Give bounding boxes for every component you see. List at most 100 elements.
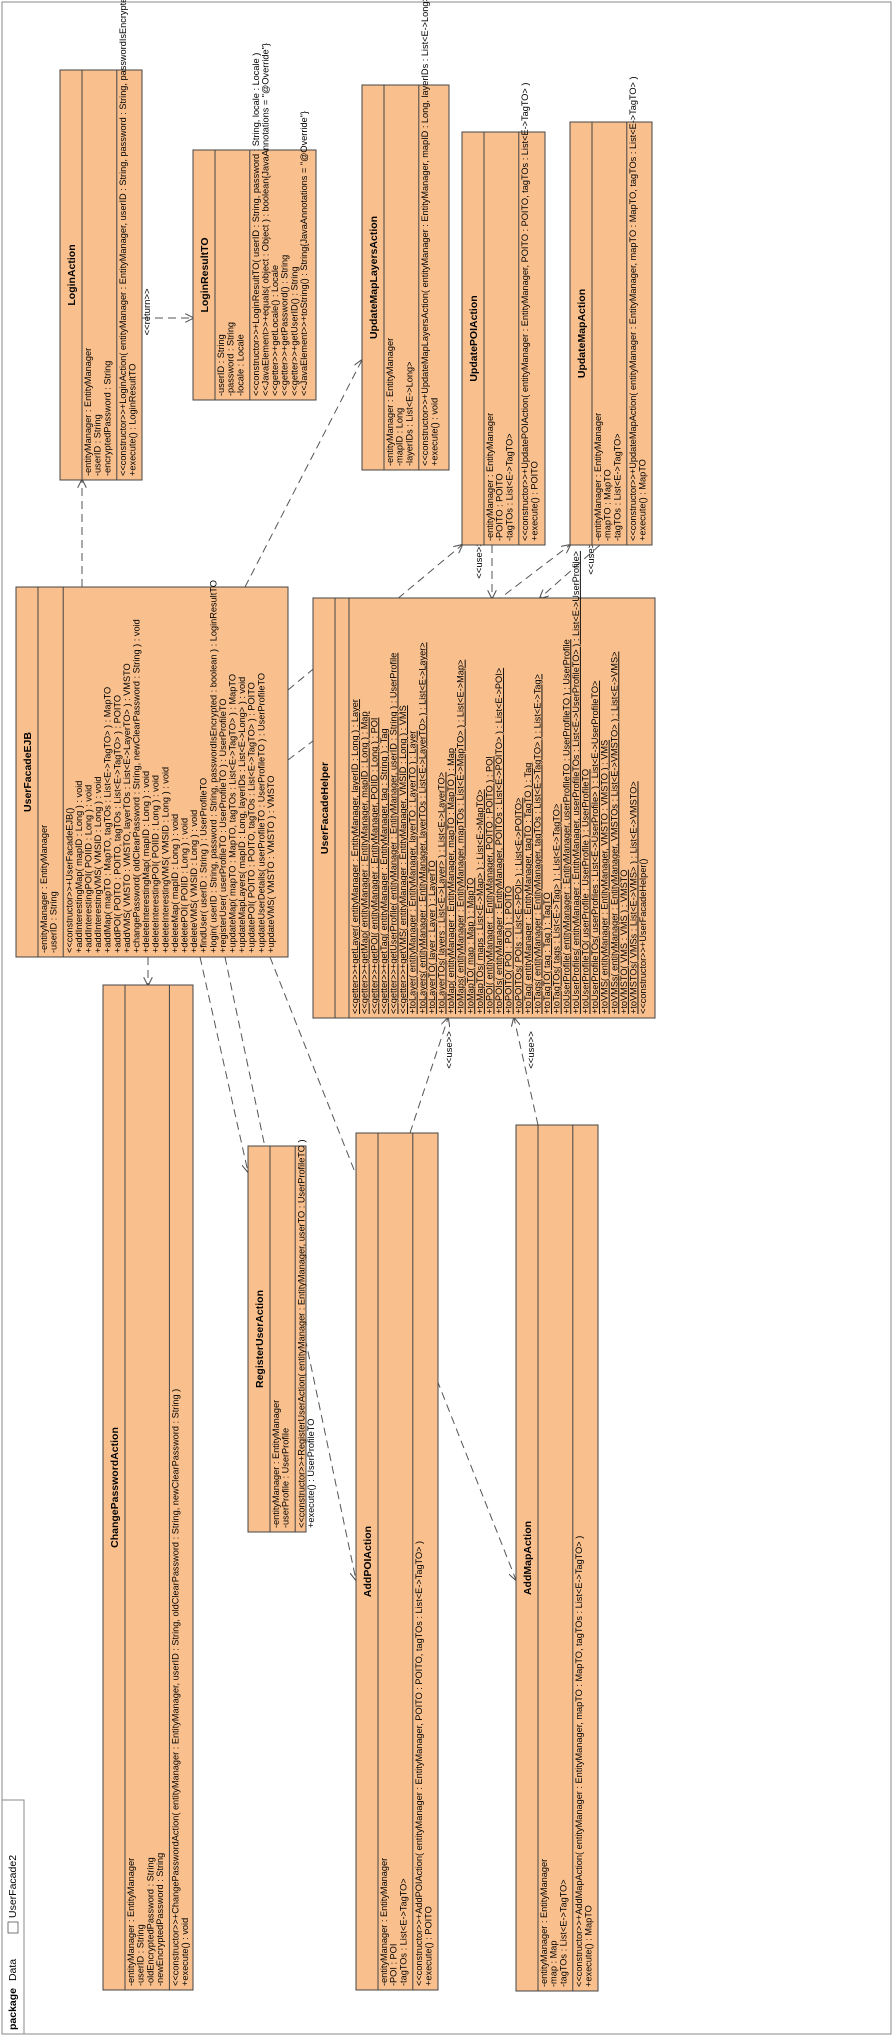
operation: +updateVMS( VMSTO : VMSTO ) : VMSTO — [266, 776, 276, 953]
dependency-label: <<use>> — [444, 1031, 455, 1069]
operation: <<constructor>>+UpdateMapLayersAction( e… — [420, 0, 430, 466]
operation: <<constructor>>+UpdatePOIAction( entityM… — [520, 83, 530, 541]
operation: +toTags( entityManager : EntityManager, … — [533, 674, 543, 1014]
operation: +execute() : void — [180, 1918, 190, 1986]
attribute: -newEncryptedPassword : String — [155, 1853, 165, 1986]
attribute: -entityManager : EntityManager — [385, 338, 395, 466]
attribute: -encryptedPassword : String — [102, 361, 112, 476]
class-add-map-action[interactable]: AddMapAction-entityManager : EntityManag… — [515, 1124, 599, 1992]
class-login-action[interactable]: LoginAction -entityManager : EntityManage… — [59, 0, 143, 481]
class-change-password-action[interactable]: ChangePasswordAction-entityManager : Ent… — [102, 984, 194, 1991]
operation: +addVMS( VMSTO : VMSTO, layerTOs : List<… — [122, 663, 132, 953]
attribute: -entityManager : EntityManager — [83, 348, 93, 476]
operation: +changePassword( oldClearPassword : Stri… — [132, 619, 142, 953]
class-user-facade-helper[interactable]: UserFacadeHelper <<getter>>+getLayer( ent… — [312, 551, 656, 1019]
class-name: UpdateMapLayersAction — [368, 216, 380, 339]
operation: <<constructor>>+LoginResultTO( userID : … — [251, 53, 261, 396]
operation: +execute() : MapTO — [638, 459, 648, 541]
class-box — [515, 1124, 599, 1992]
dependency-ejb-registeruser — [199, 956, 248, 1172]
class-name: RegisterUserAction — [254, 1290, 266, 1388]
operation: +deletePOI( POIID : Long ) : void — [180, 818, 190, 953]
operation: <<getter>>+getTag( entityManager : Entit… — [379, 728, 389, 1014]
class-name: AddMapAction — [522, 1521, 534, 1595]
class-box — [355, 1132, 439, 1991]
operation: +toVMSTOs( VMSs : List<E->VMS> ) : List<… — [629, 781, 639, 1014]
operation: +execute() : POITO — [424, 1906, 434, 1986]
operation: +execute() : UserProfileTO — [306, 1419, 316, 1528]
operation: +toMapTOs( maps : List<E->Map> ) : List<… — [475, 789, 485, 1014]
class-update-map-action[interactable]: UpdateMapAction-entityManager : EntityMa… — [569, 76, 653, 546]
class-name: UserFacadeEJB — [22, 732, 34, 812]
class-box — [312, 597, 656, 1019]
operation: +addMap( mapTO : MapTO, tagTOs : List<E-… — [103, 687, 113, 953]
operation: +toVMSs( entityManager : EntityManager, … — [609, 652, 619, 1014]
operation: +toUserProfileTO( userProfile : UserProf… — [581, 769, 591, 1014]
attribute: -entityManager : EntityManager — [271, 1400, 281, 1528]
dependency-ejb-updatepoi — [287, 545, 462, 691]
classes: LoginAction -entityManager : EntityManage… — [15, 0, 656, 1992]
attribute: -mapID : Long — [395, 408, 405, 466]
diagram-tab-icon — [7, 1921, 19, 1934]
package-name: Data — [7, 1959, 19, 1981]
dependency-ejb-addmap — [269, 956, 516, 1580]
attribute: -tagTOs : List<E->TagTO> — [504, 433, 514, 541]
class-name: UserFacadeHelper — [319, 762, 331, 854]
operation: +updatePOI( POITO : POITO, tagTOs : List… — [247, 682, 257, 953]
operation: +toPOITOs( POIs : List<E->POI> ) : List<… — [513, 798, 523, 1014]
package-tab-box — [1, 1799, 25, 2035]
class-name: LoginAction — [66, 244, 78, 305]
operation: +toPOITO( POI : POI ) : POITO — [504, 886, 514, 1014]
attribute: -entityManager : EntityManager — [379, 1858, 389, 1986]
attribute: -map : Map — [549, 1941, 559, 1987]
operation: +updateMapLayers( mapID : Long, layerIDs… — [237, 677, 247, 953]
attribute: -userID : String — [216, 334, 226, 396]
operation: +toLayerTOs( layers : List<E->Layer> ) :… — [437, 772, 447, 1014]
operation: +toLayerTO( layer : Layer ) : LayerTO — [427, 860, 437, 1014]
class-name: AddPOIAction — [362, 1526, 374, 1597]
class-box — [15, 586, 289, 958]
operation: +deleteMap( mapID : Long ) : void — [170, 814, 180, 953]
attribute: -POI : POI — [389, 1944, 399, 1986]
operation: +findUser( userID : String ) : UserProfi… — [199, 778, 209, 953]
operation: +addInterestingPOI( POIID : Long ) : voi… — [84, 785, 94, 953]
class-name: UpdatePOIAction — [468, 295, 480, 381]
dependency-ejb-updatemaplayers — [244, 360, 362, 588]
operation: +toPOIs( entityManager : EntityManager, … — [494, 668, 504, 1014]
class-login-result-to[interactable]: LoginResultTO-userID : String-password :… — [192, 43, 317, 401]
class-box — [102, 984, 194, 1991]
operation: <<constructor>>+RegisterUserAction( enti… — [296, 1139, 306, 1528]
dependency-addpoi-use — [409, 1018, 448, 1134]
operation: <<constructor>>+UpdateMapAction( entityM… — [628, 76, 638, 541]
operation: <<getter>>+getLayer( entityManager : Ent… — [350, 699, 360, 1014]
operation: +deleteInterestingPOI( POIID : Long ) : … — [151, 775, 161, 953]
attribute: -locale : Locale — [235, 334, 245, 396]
operation: +toUserProfileTOs( userProfiles : List<E… — [590, 681, 600, 1014]
dependency-label: <<use>> — [526, 1031, 537, 1069]
attribute: -mapTO : MapTO — [603, 469, 613, 541]
operation: +addPOI( POITO : POITO, tagTOs : List<E-… — [112, 695, 122, 953]
operation: <<getter>>+getPassword() : String — [280, 255, 290, 396]
operation: <<constructor>>+AddPOIAction( entityMana… — [414, 1541, 424, 1986]
class-update-map-layers-action[interactable]: UpdateMapLayersAction -entityManager : En… — [361, 0, 450, 471]
class-name: UpdateMapAction — [576, 289, 588, 378]
attribute: -tagTOs : List<E->TagTO> — [558, 1879, 568, 1987]
class-box — [461, 131, 546, 546]
operation: <<constructor>>+UserFacadeHelper() — [638, 859, 648, 1015]
attribute: -oldEncryptedPassword : String — [145, 1857, 155, 1986]
dependency-updatemap-use — [540, 544, 601, 598]
operation: +deleteInterestingVMS( VMSID : Long ) : … — [160, 767, 170, 953]
attribute: -password : String — [226, 322, 236, 396]
diagram-tab-name: UserFacade2 — [7, 1855, 19, 1918]
operation: +toTagTO( tag : Tag ) : TagTO — [542, 892, 552, 1014]
operation: +deleteInterestingMap( mapID : Long ) : … — [141, 771, 151, 953]
operation: <<JavaElement>>+equals( object : Object … — [261, 43, 271, 396]
dependency-label: <<use>> — [586, 537, 597, 575]
class-add-poiaction[interactable]: AddPOIAction -entityManager : EntityManag… — [355, 1132, 439, 1991]
class-register-user-action[interactable]: RegisterUserAction -entityManager : Entit… — [247, 1139, 316, 1533]
dependency-label: <<use>> — [474, 541, 485, 579]
class-update-poiaction[interactable]: UpdatePOIAction-entityManager : EntityMa… — [461, 83, 546, 546]
class-user-facade-ejb[interactable]: UserFacadeEJB-entityManager : EntityMana… — [15, 580, 289, 958]
operation: +execute() : MapTO — [584, 1905, 594, 1987]
